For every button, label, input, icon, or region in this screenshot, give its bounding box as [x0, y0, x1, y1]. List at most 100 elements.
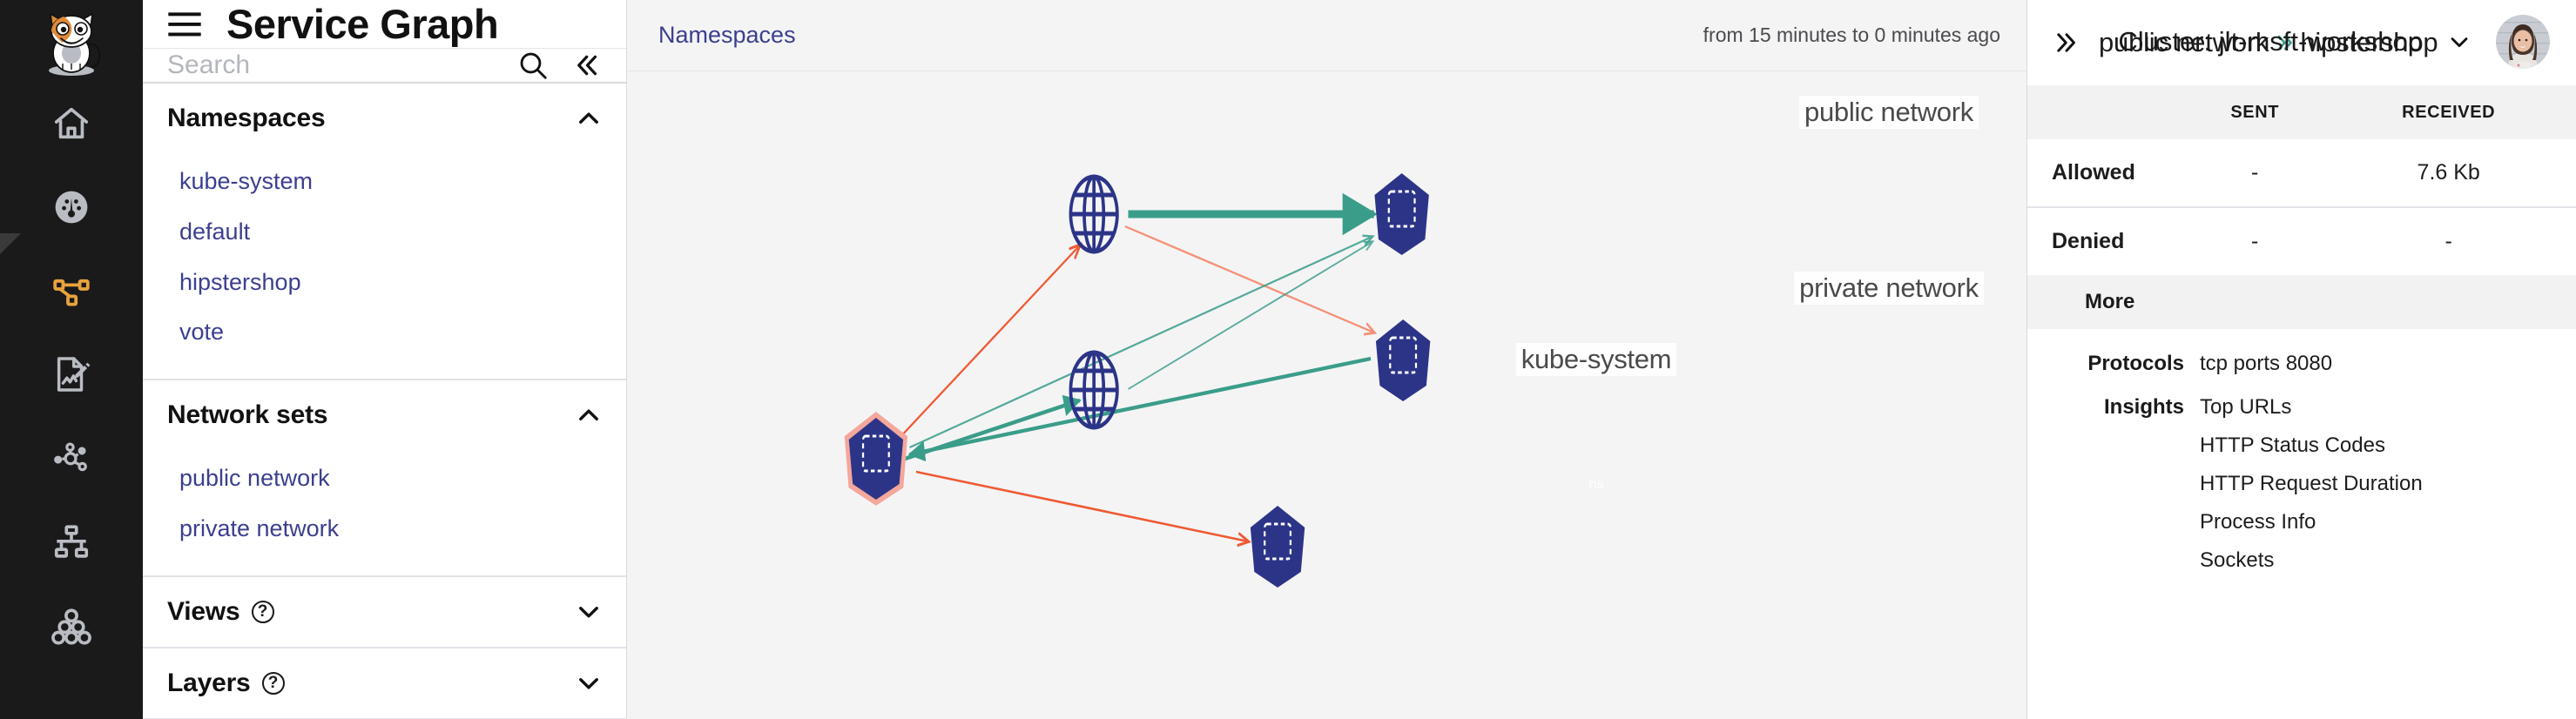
node-label-private-network[interactable]: private network	[1794, 272, 1984, 305]
node-vote	[1375, 319, 1431, 401]
table-col-blank	[2027, 85, 2188, 139]
node-label-public-network[interactable]: public network	[1799, 96, 1979, 129]
calico-cat-logo[interactable]	[34, 7, 109, 82]
collapse-detail-panel-icon[interactable]	[2052, 28, 2081, 57]
chevron-down-icon[interactable]	[2445, 28, 2473, 56]
policies-edit-icon[interactable]	[0, 333, 143, 416]
section-header-namespaces[interactable]: Namespaces	[143, 84, 626, 153]
breadcrumb[interactable]: Namespaces	[658, 22, 796, 48]
section-body-network-sets: public network private network	[143, 450, 626, 575]
node-label-kube-system[interactable]: kube-system	[1515, 343, 1677, 376]
detail-panel: public network hipstershop SENT RECEIVED	[2027, 0, 2576, 719]
protocol-value: tcp ports 8080	[2200, 352, 2333, 375]
nav-header: Service Graph	[143, 0, 626, 48]
time-range-label[interactable]: from 15 minutes to 0 minutes ago	[1703, 24, 2000, 46]
page-title: Service Graph	[226, 1, 499, 47]
search-input[interactable]	[167, 50, 508, 80]
detail-target[interactable]: hipstershop	[2300, 27, 2438, 57]
edge-kube-system-to-hipstershop	[909, 237, 1372, 449]
node-kube-system	[844, 411, 908, 506]
section-title: Network sets	[167, 400, 328, 429]
allowed-received-value: 7.6 Kb	[2321, 139, 2576, 208]
help-icon[interactable]: ?	[251, 600, 274, 623]
detail-source[interactable]: public network	[2099, 27, 2269, 57]
chevron-up-icon[interactable]	[574, 400, 604, 430]
detail-header: public network hipstershop	[2027, 0, 2576, 85]
sidebar-section-network-sets: Network sets public network private netw…	[143, 380, 626, 577]
node-public-network	[1069, 174, 1119, 254]
search-bar	[143, 48, 626, 84]
sidebar-item-private-network[interactable]: private network	[179, 514, 340, 541]
graph-svg	[844, 173, 1431, 588]
table-row-allowed: Allowed - 7.6 Kb	[2027, 139, 2576, 208]
graph-toolbar: Namespaces from 15 minutes to 0 minutes …	[627, 0, 2026, 71]
endpoints-cluster-icon[interactable]	[0, 583, 143, 667]
sidebar-section-views: Views ?	[143, 577, 626, 648]
insight-http-status-codes[interactable]: HTTP Status Codes	[2200, 433, 2385, 457]
sidebar-section-namespaces: Namespaces kube-system default hipstersh…	[143, 84, 626, 380]
insights-values: Top URLs HTTP Status Codes HTTP Request …	[2200, 395, 2423, 573]
chevron-down-icon[interactable]	[574, 669, 604, 698]
section-title: Layers	[167, 668, 251, 697]
more-section-header[interactable]: More	[2027, 275, 2576, 329]
graph-canvas[interactable]: public network hipstershop private netwo…	[627, 71, 2026, 719]
table-row-denied: Denied - -	[2027, 207, 2576, 275]
traffic-table: SENT RECEIVED Allowed - 7.6 Kb Denied - …	[2027, 85, 2576, 275]
network-nodes-icon[interactable]	[0, 416, 143, 500]
service-graph-icon[interactable]	[0, 233, 143, 333]
insight-sockets[interactable]: Sockets	[2200, 548, 2275, 572]
table-col-sent: SENT	[2188, 85, 2322, 139]
graph-nodes	[844, 173, 1431, 588]
node-default	[1250, 506, 1305, 588]
insight-top-urls[interactable]: Top URLs	[2200, 395, 2292, 419]
sidebar-item-vote[interactable]: vote	[179, 319, 225, 346]
table-header: SENT RECEIVED	[2027, 85, 2576, 139]
sidebar-item-default[interactable]: default	[179, 218, 251, 245]
protocols-row: Protocols tcp ports 8080	[2027, 329, 2576, 376]
sidebar-item-hipstershop[interactable]: hipstershop	[179, 268, 301, 295]
graph-edges	[891, 192, 1378, 541]
table-col-received: RECEIVED	[2321, 85, 2576, 139]
sidebar-item-kube-system[interactable]: kube-system	[179, 168, 314, 194]
protocols-values: tcp ports 8080	[2200, 352, 2332, 376]
chevron-down-icon[interactable]	[574, 597, 604, 627]
insights-label: Insights	[2103, 395, 2184, 419]
insights-row: Insights Top URLs HTTP Status Codes HTTP…	[2027, 376, 2576, 573]
chevron-up-icon[interactable]	[574, 104, 604, 133]
section-title: Namespaces	[167, 104, 326, 132]
sidebar-section-layers: Layers ?	[143, 648, 626, 719]
detail-title: public network hipstershop	[2099, 27, 2438, 58]
help-icon[interactable]: ?	[261, 671, 285, 695]
edge-kube-system-to-default	[915, 470, 1248, 541]
home-icon[interactable]	[0, 82, 143, 165]
section-title: Views	[167, 596, 240, 626]
hamburger-icon[interactable]	[165, 10, 204, 39]
row-label-allowed: Allowed	[2027, 139, 2188, 208]
edge-kube-system-to-public-network	[891, 245, 1079, 447]
cluster-selector-group: Cluster: jlt-msft-workshop	[2118, 0, 2550, 84]
double-chevron-right-icon	[2273, 31, 2296, 54]
sidebar-item-public-network[interactable]: public network	[179, 465, 330, 491]
section-header-views[interactable]: Views ?	[143, 577, 626, 647]
service-graph-canvas-area: Namespaces from 15 minutes to 0 minutes …	[627, 0, 2027, 719]
icon-rail	[0, 0, 143, 719]
insight-http-request-duration[interactable]: HTTP Request Duration	[2200, 472, 2423, 495]
node-private-network	[1069, 350, 1119, 430]
collapse-sidebar-icon[interactable]	[570, 50, 602, 81]
section-body-namespaces: kube-system default hipstershop vote	[143, 153, 626, 379]
protocols-label: Protocols	[2087, 352, 2184, 375]
node-sublabel-kube-system: ns	[1588, 477, 1604, 492]
edge-public-network-to-vote	[1124, 225, 1374, 333]
insight-process-info[interactable]: Process Info	[2200, 510, 2316, 534]
denied-sent-value: -	[2251, 229, 2259, 253]
section-header-network-sets[interactable]: Network sets	[143, 380, 626, 450]
section-header-layers[interactable]: Layers ?	[143, 648, 626, 718]
cluster-label[interactable]: Cluster: jlt-msft-workshop	[2118, 26, 2423, 57]
avatar[interactable]	[2496, 15, 2550, 69]
hierarchy-icon[interactable]	[0, 500, 143, 583]
edge-private-network-to-hipstershop	[1128, 242, 1372, 390]
dashboard-gauge-icon[interactable]	[0, 165, 143, 249]
search-icon[interactable]	[516, 49, 550, 82]
denied-received-value: -	[2445, 229, 2452, 253]
